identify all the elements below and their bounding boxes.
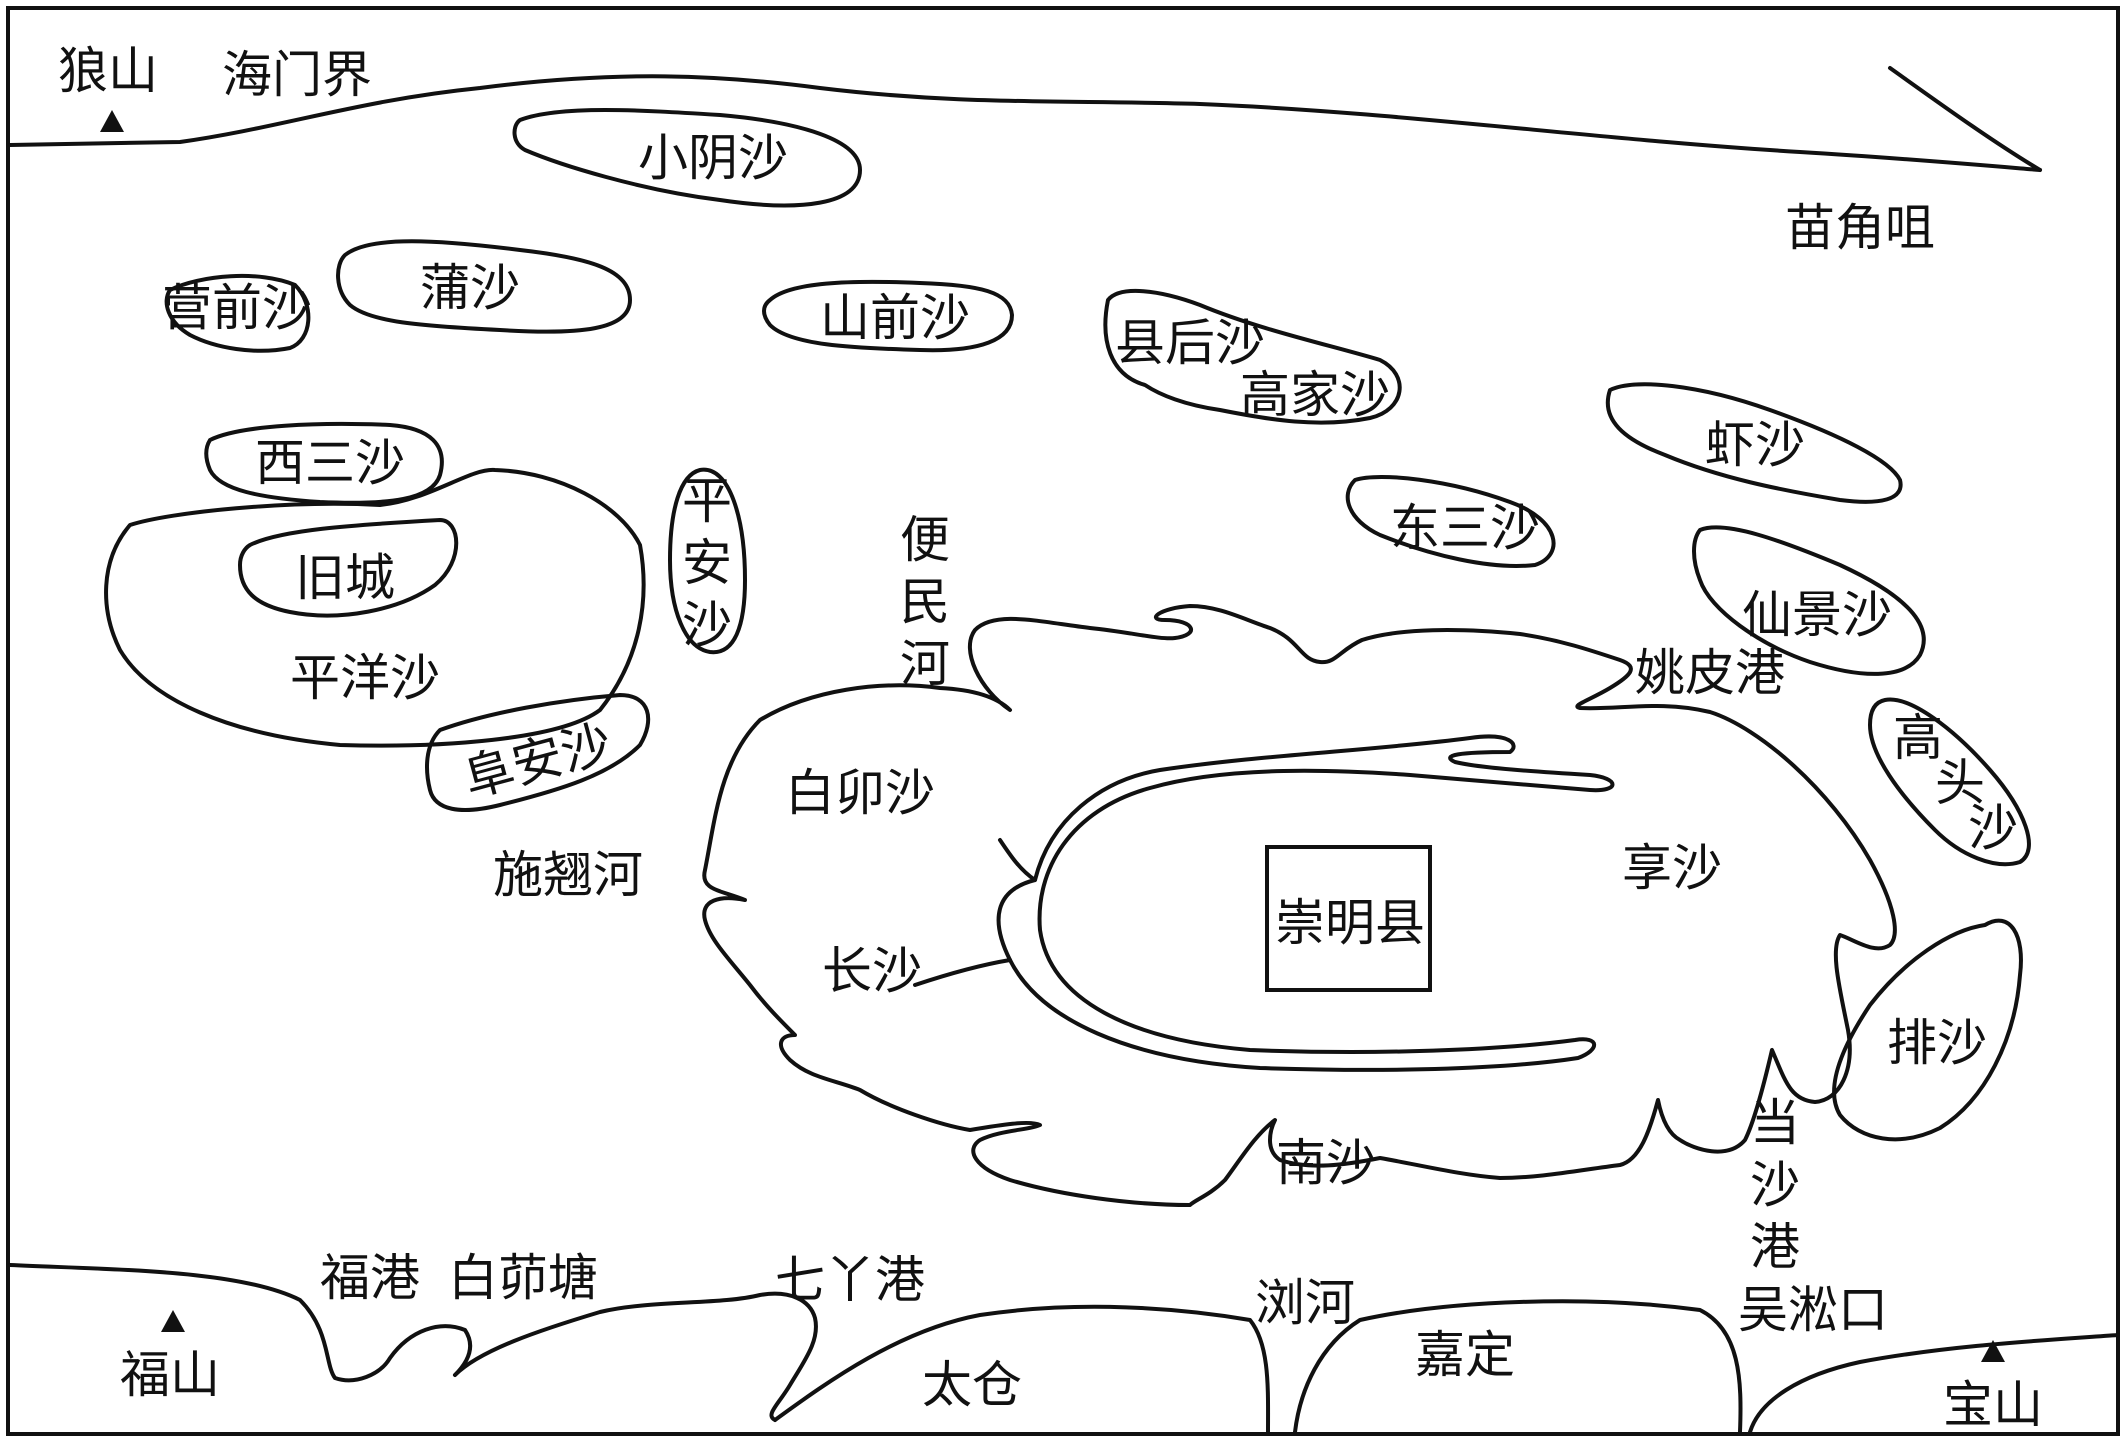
label-fushan: 福山	[120, 1346, 220, 1404]
label-shichihe: 施翘河	[493, 846, 643, 904]
label-gaotousha-1: 高	[1893, 709, 1943, 767]
island-jiucheng	[238, 518, 459, 618]
island-fuansha	[425, 693, 651, 812]
label-nansha: 南沙	[1276, 1134, 1376, 1192]
label-langshan: 狼山	[58, 42, 158, 100]
channel-split-upper	[998, 838, 1037, 882]
south-shoreline-fushan	[8, 1263, 473, 1383]
label-baoshan: 宝山	[1943, 1376, 2043, 1434]
label-liuhe: 浏河	[1255, 1274, 1355, 1332]
channel-split-lower	[913, 958, 1012, 987]
label-xianjingsha: 仙景沙	[1742, 586, 1892, 644]
label-gaotousha-3: 沙	[1968, 799, 2018, 857]
label-yingqiansha: 营前沙	[162, 279, 312, 337]
island-xianjingsha	[1692, 525, 1926, 676]
label-pingansha-3: 沙	[682, 596, 732, 654]
label-bianminhe-1: 便	[900, 511, 950, 569]
label-pusha: 蒲沙	[420, 259, 520, 317]
label-xiaoyinsha: 小阴沙	[638, 129, 788, 187]
label-baimaosha: 白卯沙	[785, 764, 935, 822]
triangle-marker-baoshan	[1981, 1340, 2005, 1362]
island-pusha	[336, 239, 632, 334]
label-gaojiasha: 高家沙	[1240, 366, 1390, 424]
island-pingansha	[668, 467, 747, 655]
island-pingyangsha	[104, 467, 646, 748]
island-chongming	[702, 604, 1897, 1207]
label-changsha: 长沙	[822, 942, 922, 1000]
label-pingansha-1: 平	[682, 472, 732, 530]
south-shoreline-baoshan	[1748, 1333, 2120, 1434]
label-pingansha-2: 安	[682, 534, 732, 592]
label-dangshagang-3: 港	[1750, 1218, 1800, 1276]
label-paisha: 排沙	[1887, 1014, 1987, 1072]
island-xiaoyinsha	[512, 108, 862, 208]
map-frame	[6, 6, 2120, 1436]
label-xisansha: 西三沙	[255, 434, 405, 492]
inner-channel	[996, 734, 1615, 1072]
label-bianminhe-3: 河	[900, 635, 950, 693]
island-paisha	[1832, 918, 2023, 1142]
label-jiading: 嘉定	[1415, 1326, 1515, 1384]
label-jiucheng: 旧城	[295, 549, 395, 607]
label-xiangsha: 享沙	[1622, 839, 1722, 897]
label-miaojiaozui: 苗角咀	[1785, 199, 1935, 257]
label-xianhousha: 县后沙	[1115, 314, 1265, 372]
label-bianminhe-2: 民	[900, 573, 950, 631]
island-yingqiansha	[164, 273, 311, 353]
label-pingyangsha: 平洋沙	[290, 649, 440, 707]
label-fugang: 福港	[320, 1249, 420, 1307]
south-shoreline-taicang	[773, 1304, 1271, 1434]
island-shanqiansha	[762, 279, 1014, 353]
label-xiasha: 虾沙	[1705, 416, 1805, 474]
island-xianhousha	[1103, 289, 1402, 425]
island-xiasha	[1605, 382, 1903, 504]
island-gaotousha	[1868, 697, 2031, 867]
north-shoreline-spit	[1888, 66, 2042, 172]
label-taicang: 太仓	[922, 1356, 1022, 1414]
label-haimen: 海门界	[222, 46, 372, 104]
triangle-marker-langshan	[100, 110, 124, 132]
triangle-marker-fushan	[161, 1310, 185, 1332]
label-chongmingxian: 崇明县	[1275, 894, 1425, 952]
island-dongsansha	[1345, 474, 1556, 568]
label-dangshagang-1: 当	[1750, 1094, 1800, 1152]
label-yaopigang: 姚皮港	[1635, 644, 1785, 702]
label-dongsansha: 东三沙	[1390, 499, 1540, 557]
label-baimaotang: 白茆塘	[448, 1249, 598, 1307]
label-wusongkou: 吴淞口	[1738, 1281, 1888, 1339]
label-gaotousha-2: 头	[1935, 754, 1985, 812]
label-qiyagang: 七丫港	[775, 1251, 925, 1309]
label-dangshagang-2: 沙	[1750, 1156, 1800, 1214]
label-shanqiansha: 山前沙	[820, 289, 970, 347]
county-seat-box	[1265, 845, 1432, 992]
north-shoreline	[8, 74, 2042, 172]
south-shoreline-baimaotang	[453, 1291, 818, 1422]
south-shoreline-jiading	[1293, 1299, 1743, 1434]
